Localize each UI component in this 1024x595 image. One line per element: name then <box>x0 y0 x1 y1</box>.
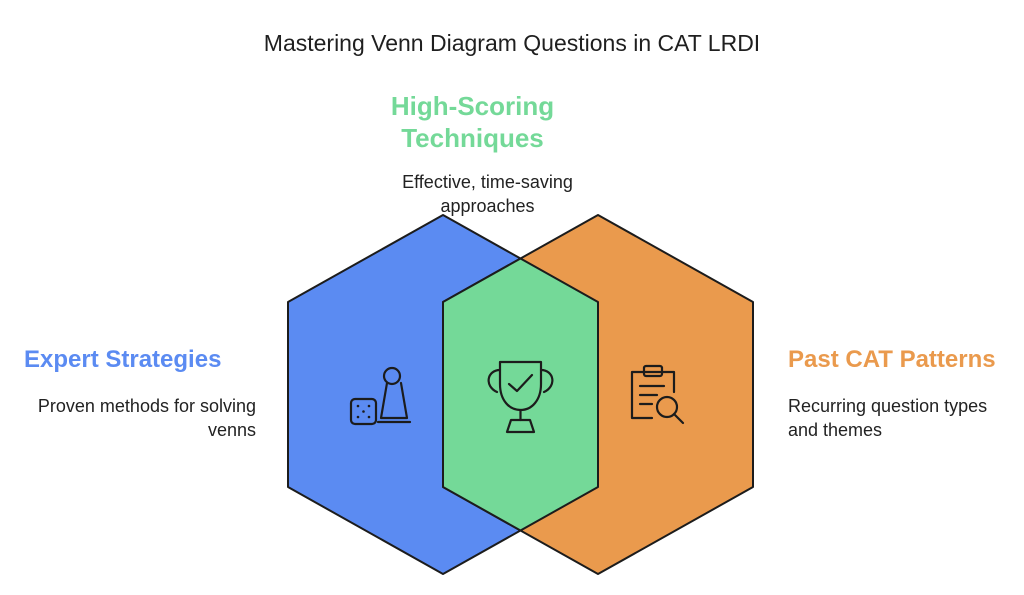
game-pieces-icon <box>349 366 412 426</box>
center-heading: High-Scoring Techniques <box>390 91 555 153</box>
right-description: Recurring question types and themes <box>788 396 988 440</box>
clipboard-search-icon <box>630 364 685 425</box>
intersection-region <box>442 257 599 532</box>
right-heading: Past CAT Patterns <box>788 346 996 373</box>
trophy-check-icon <box>487 360 554 434</box>
center-description: Effective, time-saving approaches <box>402 172 573 216</box>
left-description: Proven methods for solving venns <box>37 396 256 440</box>
diagram-title: Mastering Venn Diagram Questions in CAT … <box>263 30 761 56</box>
left-heading: Expert Strategies <box>24 346 222 373</box>
